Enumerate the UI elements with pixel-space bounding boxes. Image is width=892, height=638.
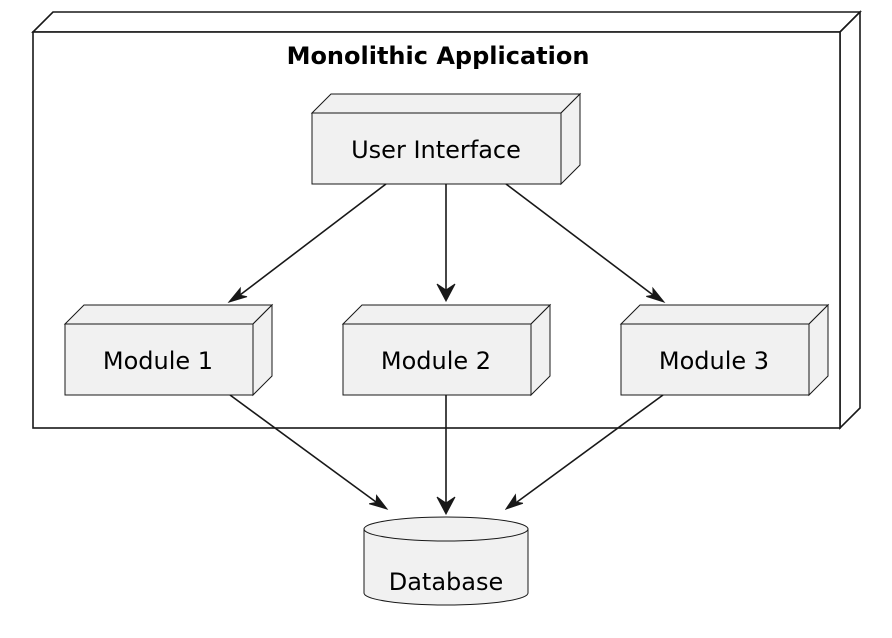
module-3-label: Module 3	[659, 347, 769, 375]
user-interface-top-face	[310, 93, 582, 114]
arrowhead-icon	[227, 286, 248, 303]
arrowhead-icon	[436, 496, 456, 516]
user-interface-front	[311, 112, 562, 185]
monolithic-application-top-face	[31, 11, 862, 33]
database-top-rim	[363, 528, 529, 542]
module-3-top-face	[619, 304, 830, 325]
arrowhead-icon	[646, 286, 666, 303]
monolithic-application-title: Monolithic Application	[287, 42, 590, 70]
database-label: Database	[389, 568, 504, 596]
edge-line	[516, 394, 664, 503]
edge-line	[229, 394, 377, 503]
arrowhead-icon	[436, 283, 456, 303]
edge-line	[239, 183, 387, 296]
module-1-top-face	[63, 304, 274, 325]
module-3-front	[620, 323, 810, 396]
edge-line	[505, 183, 654, 296]
module-2-top-face	[341, 304, 552, 325]
edge-module-3-to-database	[504, 394, 664, 510]
edge-module-2-to-database	[436, 395, 456, 516]
module-1-node: Module 1	[63, 303, 274, 397]
edge-module-1-to-database	[229, 394, 389, 510]
module-3-node: Module 3	[619, 303, 830, 397]
user-interface-label: User Interface	[351, 136, 521, 164]
arrowhead-icon	[369, 494, 389, 510]
edge-ui-to-module-3	[505, 183, 666, 303]
database-node: Database	[363, 516, 529, 606]
edge-ui-to-module-1	[227, 183, 387, 303]
user-interface-node: User Interface	[310, 92, 582, 186]
module-2-node: Module 2	[341, 303, 552, 397]
edge-ui-to-module-2	[436, 184, 456, 303]
module-1-front	[64, 323, 254, 396]
module-2-label: Module 2	[381, 347, 491, 375]
arrowhead-icon	[504, 493, 524, 510]
module-2-front	[342, 323, 532, 396]
monolithic-application-side-face	[839, 10, 861, 430]
module-1-label: Module 1	[103, 347, 213, 375]
